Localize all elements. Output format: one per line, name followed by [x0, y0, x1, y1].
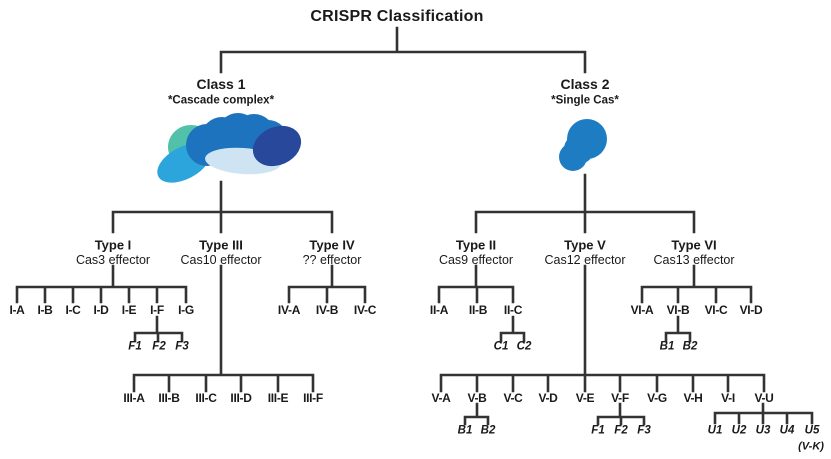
variant-v-u3: U3: [755, 424, 771, 437]
variant-v-u4: U4: [779, 424, 795, 437]
variant-vi-b1: B1: [659, 340, 675, 353]
subtype-vi-d: VI-D: [739, 303, 763, 317]
type-iv-effector: ?? effector: [302, 252, 362, 267]
variant-v-u5: U5: [804, 424, 820, 437]
variant-v-f3: F3: [637, 424, 651, 437]
subtype-ii-a: II-A: [429, 303, 449, 317]
subtype-ii-c: II-C: [503, 303, 523, 317]
class2-sublabel: *Single Cas*: [551, 94, 619, 107]
type-vi-label: Type VI: [671, 237, 717, 253]
subtype-iv-b: IV-B: [315, 303, 339, 317]
type-v-label: Type V: [564, 237, 606, 253]
subtype-iii-f: III-F: [303, 391, 323, 405]
subtype-i-c: I-C: [65, 303, 81, 317]
subtype-iii-b: III-B: [158, 391, 180, 405]
subtype-iii-a: III-A: [123, 391, 145, 405]
type-iii-branch-line: [132, 264, 315, 393]
subtype-i-e: I-E: [121, 303, 137, 317]
class1-label: Class 1: [196, 76, 246, 92]
page-title: CRISPR Classification: [310, 8, 484, 25]
single-cas-lobe: [559, 143, 587, 171]
subtype-v-g: V-G: [647, 391, 667, 405]
cascade-navy-subunit: [252, 125, 302, 167]
type-v-branch-line: [439, 264, 766, 393]
subtype-vi-b: VI-B: [666, 303, 690, 317]
subtype-v-f: V-F: [611, 391, 629, 405]
subtype-iii-e: III-E: [267, 391, 289, 405]
subtype-vi-a: VI-A: [630, 303, 654, 317]
class2-branch-line: [474, 173, 696, 234]
variant-v-f2: F2: [614, 424, 628, 437]
subtype-i-f: I-F: [150, 303, 164, 317]
variant-v-u1: U1: [707, 424, 723, 437]
variant-ii-c1: C1: [493, 340, 509, 353]
class2-label: Class 2: [560, 76, 610, 92]
subtype-v-b: V-B: [467, 391, 487, 405]
type-ii-effector: Cas9 effector: [438, 252, 514, 267]
variant-v-b1: B1: [457, 424, 473, 437]
variant-i-f1: F1: [128, 340, 142, 353]
variant-i-f3: F3: [175, 340, 189, 353]
type-iv-branch-line: [287, 264, 367, 304]
type-i-branch-line: [15, 264, 188, 304]
type-i-effector: Cas3 effector: [75, 252, 151, 267]
v-b-variants-line: [463, 402, 490, 426]
subtype-v-d: V-D: [538, 391, 558, 405]
ii-c-variants-line: [499, 315, 526, 343]
v-u-variants-line: [713, 402, 814, 425]
root-branch-line: [219, 26, 587, 74]
vi-b-variants-line: [664, 315, 692, 343]
variant-v-k-note: (V-K): [798, 440, 824, 453]
type-i-label: Type I: [94, 237, 132, 253]
subtype-v-i: V-I: [721, 391, 735, 405]
v-f-variants-line: [596, 402, 646, 426]
type-iii-effector: Cas10 effector: [180, 252, 262, 267]
subtype-iv-c: IV-C: [353, 303, 377, 317]
subtype-v-a: V-A: [431, 391, 451, 405]
type-iv-label: Type IV: [309, 237, 355, 253]
subtype-ii-b: II-B: [468, 303, 488, 317]
subtype-v-u: V-U: [754, 391, 774, 405]
single-cas-illustration: [559, 119, 607, 171]
i-f-variants-line: [133, 315, 184, 343]
variant-v-f1: F1: [591, 424, 605, 437]
variant-v-b2: B2: [480, 424, 496, 437]
subtype-v-h: V-H: [683, 391, 703, 405]
type-vi-effector: Cas13 effector: [653, 252, 735, 267]
type-iii-label: Type III: [199, 237, 243, 253]
variant-v-u2: U2: [731, 424, 747, 437]
variant-vi-b2: B2: [682, 340, 698, 353]
type-ii-label: Type II: [455, 237, 497, 253]
class1-branch-line: [111, 180, 334, 234]
class1-sublabel: *Cascade complex*: [167, 94, 275, 107]
type-v-effector: Cas12 effector: [544, 252, 626, 267]
variant-ii-c2: C2: [516, 340, 532, 353]
subtype-i-b: I-B: [37, 303, 53, 317]
subtype-v-c: V-C: [503, 391, 523, 405]
subtype-iii-c: III-C: [195, 391, 217, 405]
subtype-v-e: V-E: [575, 391, 595, 405]
type-vi-branch-line: [640, 264, 753, 304]
subtype-iv-a: IV-A: [277, 303, 301, 317]
variant-i-f2: F2: [152, 340, 166, 353]
subtype-i-a: I-A: [9, 303, 25, 317]
subtype-iii-d: III-D: [230, 391, 252, 405]
subtype-i-g: I-G: [178, 303, 194, 317]
subtype-vi-c: VI-C: [704, 303, 728, 317]
cascade-complex-illustration: [157, 113, 302, 183]
type-ii-branch-line: [437, 264, 515, 304]
subtype-i-d: I-D: [93, 303, 109, 317]
